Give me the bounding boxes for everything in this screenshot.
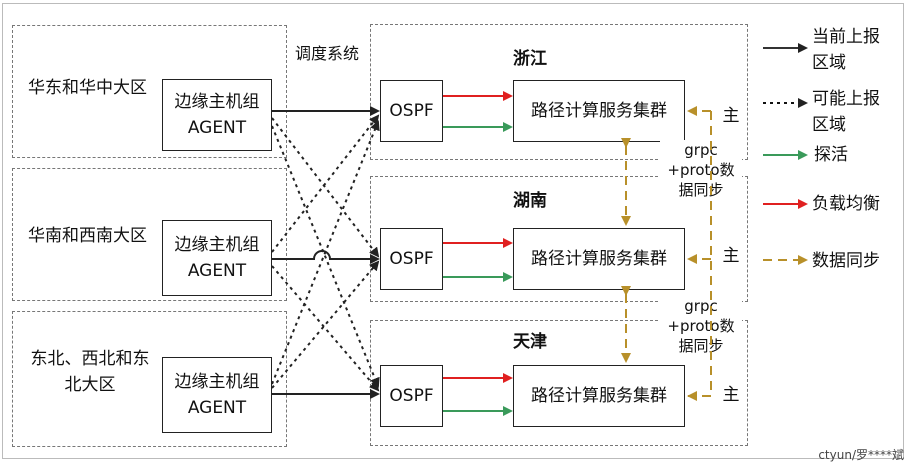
sync-label-zhejiang-hunan: grpc +proto数 据同步	[660, 140, 742, 200]
region-label-north: 东北、西北和东北大区	[30, 349, 150, 395]
legend-label-data-sync: 数据同步	[812, 251, 880, 271]
watermark: ctyun/罗****斌	[818, 448, 904, 462]
diagram-frame	[2, 3, 904, 459]
possible-report-arrow-east-to-tianjin	[271, 125, 380, 388]
ospf-box-hunan: OSPF	[380, 228, 443, 290]
possible-report-arrow-north-to-zhejiang	[271, 120, 380, 385]
role-label-zhejiang: 主	[722, 106, 740, 126]
datacenter-zhejiang	[370, 24, 748, 160]
region-east-central	[12, 25, 287, 158]
legend-label-health-check: 探活	[814, 145, 848, 165]
legend-label-possible-report: 可能上报 区域	[812, 89, 880, 135]
ospf-box-zhejiang: OSPF	[380, 80, 443, 142]
possible-report-arrow-north-to-hunan	[271, 260, 380, 389]
legend-label-current-report: 当前上报 区域	[812, 27, 880, 73]
possible-report-arrow-east-to-hunan	[271, 117, 380, 258]
region-label-east-central: 华东和华中大区	[28, 78, 147, 98]
datacenter-hunan	[370, 176, 748, 302]
cluster-box-zhejiang: 路径计算服务集群	[513, 80, 685, 142]
ospf-box-tianjin: OSPF	[380, 365, 443, 427]
datacenter-title-zhejiang: 浙江	[513, 49, 547, 69]
sync-label-hunan-tianjin: grpc +proto数 据同步	[660, 296, 742, 356]
scheduler-label: 调度系统	[294, 44, 359, 63]
possible-report-arrow-south-to-zhejiang	[271, 114, 380, 253]
cluster-box-tianjin: 路径计算服务集群	[513, 365, 685, 427]
region-north	[12, 311, 287, 447]
role-label-hunan: 主	[722, 246, 740, 266]
region-label-south-southwest: 华南和西南大区	[28, 226, 147, 246]
cluster-box-hunan: 路径计算服务集群	[513, 228, 685, 290]
agent-box-east-central: 边缘主机组 AGENT	[162, 79, 272, 151]
datacenter-title-hunan: 湖南	[513, 191, 547, 211]
agent-box-south-southwest: 边缘主机组 AGENT	[162, 220, 272, 296]
sync-loop-right	[688, 111, 712, 397]
possible-report-arrow-south-to-tianjin	[271, 265, 380, 392]
role-label-tianjin: 主	[722, 385, 740, 405]
agent-box-north: 边缘主机组 AGENT	[162, 357, 272, 433]
datacenter-title-tianjin: 天津	[513, 332, 547, 352]
legend-label-load-balance: 负载均衡	[812, 194, 880, 214]
